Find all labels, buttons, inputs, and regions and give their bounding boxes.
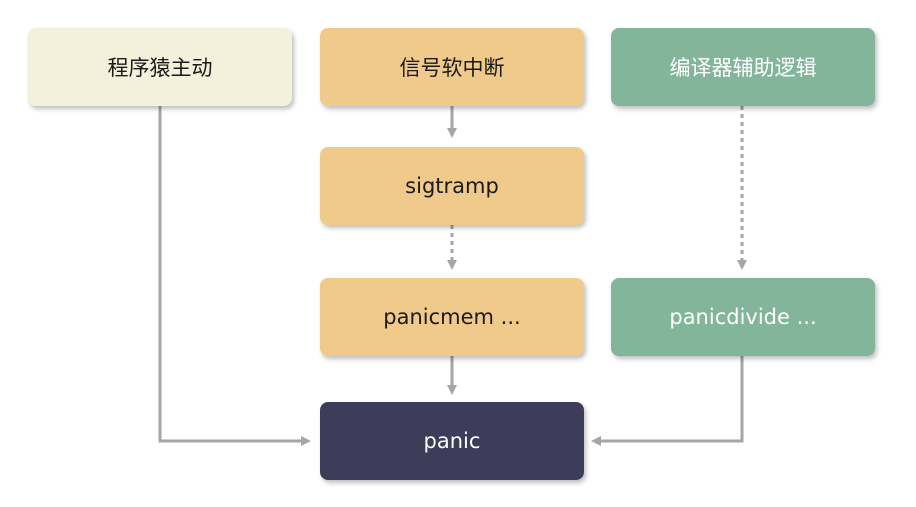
node-programmer-label: 程序猿主动 bbox=[107, 56, 213, 80]
node-sigtramp-label: sigtramp bbox=[405, 174, 499, 198]
node-signal-interrupt: 信号软中断 bbox=[320, 28, 584, 106]
node-compiler-logic-label: 编译器辅助逻辑 bbox=[669, 56, 817, 80]
node-panicdivide-label: panicdivide ... bbox=[669, 305, 817, 329]
node-panicmem: panicmem ... bbox=[320, 278, 584, 356]
node-signal-interrupt-label: 信号软中断 bbox=[399, 56, 505, 80]
node-programmer: 程序猿主动 bbox=[28, 28, 292, 106]
node-sigtramp: sigtramp bbox=[320, 147, 584, 225]
edge-programmer-to-panic bbox=[158, 106, 311, 446]
node-panic: panic bbox=[320, 402, 584, 480]
node-panic-label: panic bbox=[423, 429, 481, 453]
node-panicdivide: panicdivide ... bbox=[611, 278, 875, 356]
node-compiler-logic: 编译器辅助逻辑 bbox=[611, 28, 875, 106]
edge-panicdivide-to-panic bbox=[591, 356, 744, 446]
node-panicmem-label: panicmem ... bbox=[383, 305, 521, 329]
